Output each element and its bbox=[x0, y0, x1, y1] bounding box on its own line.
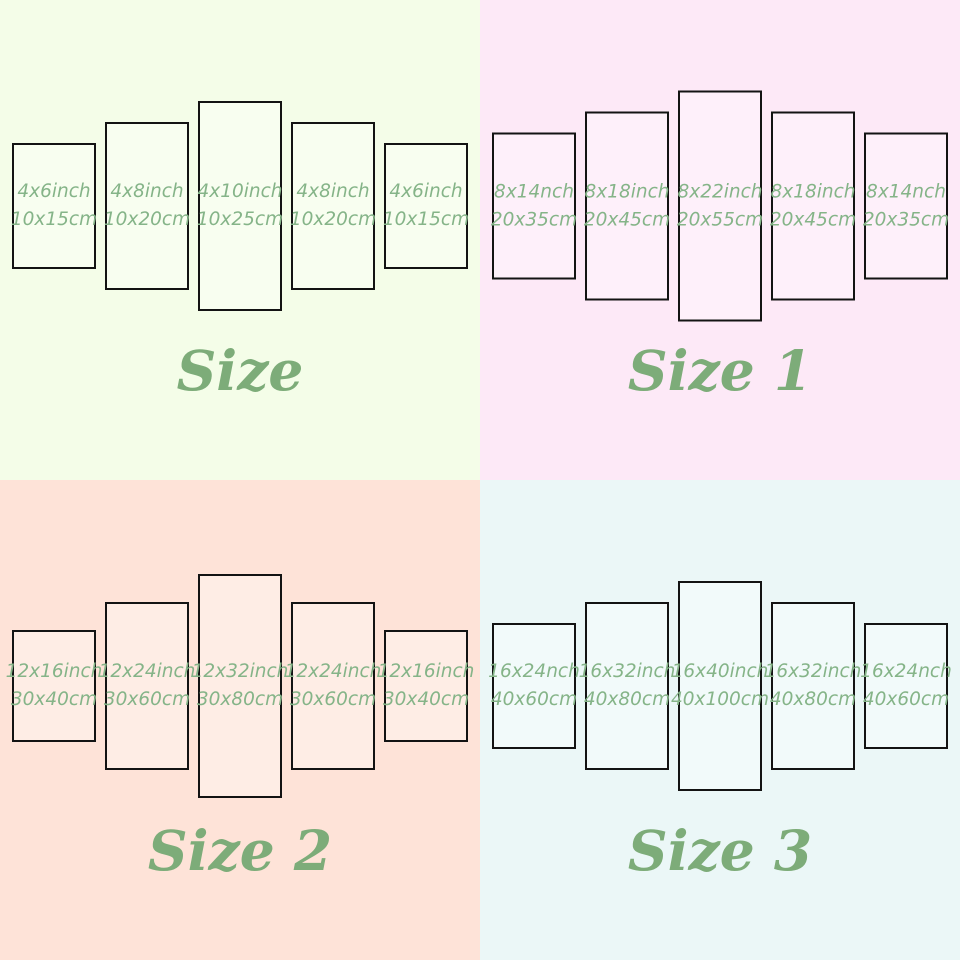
canvas-panel: 4x6inch 10x15cm bbox=[10, 143, 98, 269]
panel-cm-label: 20x55cm bbox=[676, 209, 764, 230]
canvas-panel: 12x32inch 30x80cm bbox=[192, 574, 288, 798]
canvas-panel: 16x32inch 40x80cm bbox=[579, 602, 675, 770]
size-group-title: Size bbox=[176, 338, 304, 403]
canvas-panel: 8x14nch 20x35cm bbox=[862, 132, 950, 280]
panel-cm-label: 30x60cm bbox=[289, 689, 377, 710]
panel-inch-label: 16x24nch bbox=[860, 661, 952, 683]
panel-inch-label: 8x22inch bbox=[677, 181, 763, 203]
panel-cm-label: 20x45cm bbox=[769, 209, 857, 230]
panel-inch-label: 4x8inch bbox=[110, 181, 184, 203]
panel-inch-label: 16x32inch bbox=[764, 661, 862, 683]
panel-inch-label: 12x24inch bbox=[284, 661, 382, 683]
panel-inch-label: 8x18inch bbox=[770, 181, 856, 203]
panel-inch-label: 4x6inch bbox=[389, 181, 463, 203]
canvas-panel: 4x8inch 10x20cm bbox=[103, 122, 191, 290]
panel-cm-label: 40x80cm bbox=[769, 689, 857, 710]
panel-cm-label: 40x60cm bbox=[490, 689, 578, 710]
panel-inch-label: 12x32inch bbox=[191, 661, 289, 683]
size-group-title: Size 2 bbox=[147, 818, 333, 883]
canvas-panel: 4x6inch 10x15cm bbox=[382, 143, 470, 269]
panel-cm-label: 30x40cm bbox=[10, 689, 98, 710]
panel-cm-label: 30x60cm bbox=[103, 689, 191, 710]
panel-cm-label: 10x25cm bbox=[196, 209, 284, 230]
panel-inch-label: 16x24nch bbox=[488, 661, 580, 683]
panel-cm-label: 10x20cm bbox=[289, 209, 377, 230]
canvas-panel: 8x18inch 20x45cm bbox=[583, 111, 671, 301]
size-group-title: Size 1 bbox=[627, 338, 813, 403]
size-group-title: Size 3 bbox=[627, 818, 813, 883]
panel-cm-label: 10x15cm bbox=[10, 209, 98, 230]
panel-row: 12x16inch 30x40cm 12x24inch 30x60cm 12x3… bbox=[6, 574, 474, 798]
canvas-panel: 8x22inch 20x55cm bbox=[676, 90, 764, 322]
panel-cm-label: 10x15cm bbox=[382, 209, 470, 230]
canvas-panel: 4x10inch 10x25cm bbox=[196, 101, 284, 311]
panel-inch-label: 16x40inch bbox=[671, 661, 769, 683]
panel-inch-label: 12x16inch bbox=[5, 661, 103, 683]
canvas-panel: 16x24nch 40x60cm bbox=[488, 623, 580, 749]
quadrant-size-1: 8x14nch 20x35cm 8x18inch 20x45cm 8x22inc… bbox=[480, 0, 960, 480]
panel-inch-label: 8x18inch bbox=[584, 181, 670, 203]
canvas-panel: 16x24nch 40x60cm bbox=[860, 623, 952, 749]
panel-row: 4x6inch 10x15cm 4x8inch 10x20cm 4x10inch… bbox=[10, 101, 470, 311]
panel-inch-label: 4x10inch bbox=[197, 181, 283, 203]
quadrant-size-3: 16x24nch 40x60cm 16x32inch 40x80cm 16x40… bbox=[480, 480, 960, 960]
panel-row: 16x24nch 40x60cm 16x32inch 40x80cm 16x40… bbox=[488, 581, 952, 791]
panel-cm-label: 20x35cm bbox=[490, 209, 578, 230]
panel-cm-label: 30x80cm bbox=[196, 689, 284, 710]
quadrant-size-2: 12x16inch 30x40cm 12x24inch 30x60cm 12x3… bbox=[0, 480, 480, 960]
quadrant-size: 4x6inch 10x15cm 4x8inch 10x20cm 4x10inch… bbox=[0, 0, 480, 480]
canvas-panel: 12x24inch 30x60cm bbox=[99, 602, 195, 770]
panel-cm-label: 40x80cm bbox=[583, 689, 671, 710]
canvas-panel: 16x40inch 40x100cm bbox=[671, 581, 769, 791]
panel-cm-label: 20x35cm bbox=[862, 209, 950, 230]
canvas-panel: 12x16inch 30x40cm bbox=[6, 630, 102, 742]
panel-inch-label: 12x16inch bbox=[377, 661, 475, 683]
canvas-panel: 12x24inch 30x60cm bbox=[285, 602, 381, 770]
panel-cm-label: 40x60cm bbox=[862, 689, 950, 710]
panel-cm-label: 20x45cm bbox=[583, 209, 671, 230]
canvas-panel: 16x32inch 40x80cm bbox=[765, 602, 861, 770]
canvas-panel: 4x8inch 10x20cm bbox=[289, 122, 377, 290]
canvas-panel: 8x18inch 20x45cm bbox=[769, 111, 857, 301]
panel-row: 8x14nch 20x35cm 8x18inch 20x45cm 8x22inc… bbox=[490, 90, 950, 322]
canvas-panel: 8x14nch 20x35cm bbox=[490, 132, 578, 280]
panel-inch-label: 4x8inch bbox=[296, 181, 370, 203]
panel-inch-label: 12x24inch bbox=[98, 661, 196, 683]
panel-inch-label: 16x32inch bbox=[578, 661, 676, 683]
panel-cm-label: 40x100cm bbox=[671, 689, 769, 710]
panel-inch-label: 4x6inch bbox=[17, 181, 91, 203]
panel-inch-label: 8x14nch bbox=[494, 181, 574, 203]
panel-inch-label: 8x14nch bbox=[866, 181, 946, 203]
panel-cm-label: 10x20cm bbox=[103, 209, 191, 230]
canvas-panel: 12x16inch 30x40cm bbox=[378, 630, 474, 742]
panel-cm-label: 30x40cm bbox=[382, 689, 470, 710]
